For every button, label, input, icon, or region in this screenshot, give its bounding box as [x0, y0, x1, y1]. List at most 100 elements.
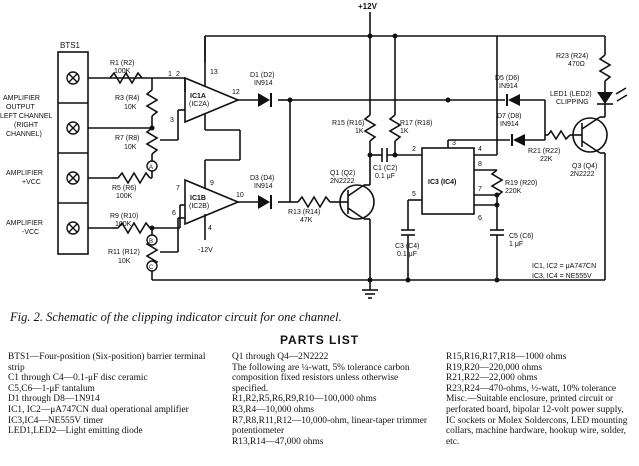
point-b: B	[149, 239, 153, 245]
ic3-pin-5: 5	[412, 191, 416, 198]
input-left-l2: OUTPUT	[6, 104, 36, 111]
r9-value: 100K	[115, 221, 132, 228]
input-vcc-pos-l1: AMPLIFIER	[6, 170, 43, 177]
point-a: A	[149, 165, 153, 171]
q3-label: Q3 (Q4)	[572, 163, 597, 170]
r15-label: R15 (R16)	[332, 120, 364, 127]
parts-list-title: PARTS LIST	[279, 333, 360, 347]
pin-13: 13	[210, 69, 218, 76]
parts-item: R1,R2,R5,R6,R9,R10—100,000 ohms	[232, 394, 377, 405]
parts-item: IC1, IC2—μA747CN dual operational amplif…	[8, 404, 189, 415]
ic3-pin-2: 2	[412, 146, 416, 153]
r9-label: R9 (R10)	[110, 213, 138, 220]
r7-label: R7 (R8)	[115, 135, 140, 142]
ic1a-sub: (IC2A)	[189, 101, 209, 108]
input-left-l4: (RIGHT	[14, 122, 39, 129]
parts-item: Misc.—Suitable enclosure, printed circui…	[446, 394, 628, 447]
parts-item: Q1 through Q4—2N2222	[232, 352, 329, 362]
input-vcc-neg-l2: -VCC	[22, 229, 39, 236]
ic3-pin-4: 4	[478, 146, 482, 153]
r23-label: R23 (R24)	[556, 53, 588, 60]
led-label: LED1 (LED2)	[550, 91, 592, 98]
parts-item: R7,R8,R11,R12—10,000-ohm, linear-taper t…	[232, 415, 428, 437]
supply-label: +12V	[358, 2, 378, 11]
d7-label: D7 (D8)	[497, 113, 522, 120]
r21-value: 22K	[540, 156, 553, 163]
c5-value: 1 μF	[509, 241, 523, 248]
r19-label: R19 (R20)	[505, 180, 537, 187]
pin-12: 12	[232, 89, 240, 96]
parts-list-column-1: BTS1—Four-position (Six-position) barrie…	[8, 352, 216, 437]
ic1b-label: IC1B	[190, 195, 206, 202]
r21-label: R21 (R22)	[528, 148, 560, 155]
bts-label: BTS1	[60, 41, 81, 50]
input-vcc-pos-l2: +VCC	[22, 179, 41, 186]
d5-label: D5 (D6)	[495, 75, 520, 82]
point-c: C	[149, 265, 154, 271]
r7-value: 10K	[124, 144, 137, 151]
parts-item: BTS1—Four-position (Six-position) barrie…	[8, 352, 206, 373]
parts-item: C1 through C4—0.1-μF disc ceramic	[8, 373, 148, 384]
q1-value: 2N2222	[330, 178, 355, 185]
parts-item: C5,C6—1-μF tantalum	[8, 383, 95, 394]
pin-6: 6	[172, 210, 176, 217]
d5-value: IN914	[499, 83, 518, 90]
input-left-l5: CHANNEL)	[6, 131, 42, 138]
ic-note-1: IC1, IC2 = μA747CN	[532, 263, 596, 270]
r11-value: 10K	[118, 258, 131, 265]
ic1b-sub: (IC2B)	[189, 203, 209, 210]
r13-value: 47K	[300, 217, 313, 224]
schematic-diagram: +12V BTS1 AMPLIFIER OUTPUT LEFT CHANNEL …	[0, 2, 628, 299]
parts-item: R13,R14—47,000 ohms	[232, 436, 324, 447]
d1-label: D1 (D2)	[250, 72, 275, 79]
c2-label: C1 (C2)	[373, 165, 398, 172]
r5-label: R5 (R6)	[112, 185, 137, 192]
pin-10: 10	[236, 192, 244, 199]
r5-value: 100K	[116, 193, 133, 200]
parts-list-column-2: Q1 through Q4—2N2222 The following are ¼…	[232, 352, 432, 447]
r15-value: 1K	[355, 128, 364, 135]
input-left-l1: AMPLIFIER	[3, 95, 40, 102]
parts-item: R19,R20—220,000 ohms	[446, 362, 543, 373]
parts-item: The following are ¼-watt, 5% tolerance c…	[232, 362, 410, 394]
r3-value: 10K	[124, 104, 137, 111]
input-vcc-neg-l1: AMPLIFIER	[6, 220, 43, 227]
r17-label: R17 (R18)	[400, 120, 432, 127]
ic3-pin-6: 6	[478, 215, 482, 222]
r1-value: 100K	[114, 68, 131, 75]
pin-4: 4	[208, 225, 212, 232]
c3-value: 0.1 μF	[397, 251, 417, 258]
ic1a-label: IC1A	[190, 93, 206, 100]
neg12-label: -12V	[198, 247, 213, 254]
parts-list-column-3: R15,R16,R17,R18—1000 ohms R19,R20—220,00…	[446, 352, 634, 447]
pin-9: 9	[210, 180, 214, 187]
led-value: CLIPPING	[556, 99, 589, 106]
ic-note-2: IC3, IC4 = NE555V	[532, 273, 592, 280]
r23-value: 470Ω	[568, 61, 585, 68]
r11-label: R11 (R12)	[108, 249, 140, 256]
r17-value: 1K	[400, 128, 409, 135]
parts-item: IC3,IC4—NE555V timer	[8, 415, 104, 426]
r1-label: R1 (R2)	[110, 60, 135, 67]
d7-value: IN914	[500, 121, 519, 128]
parts-item: R21,R22—22,000 ohms	[446, 373, 538, 384]
parts-item: R15,R16,R17,R18—1000 ohms	[446, 352, 567, 362]
q1-label: Q1 (Q2)	[330, 170, 355, 177]
ic3-pin-8: 8	[478, 161, 482, 168]
pin-3: 3	[170, 117, 174, 124]
ic3-pin-7: 7	[478, 186, 482, 193]
figure-caption: Fig. 2. Schematic of the clipping indica…	[10, 310, 342, 324]
r13-label: R13 (R14)	[288, 209, 320, 216]
pin-1: 1	[168, 71, 172, 78]
c2-value: 0.1 μF	[375, 173, 395, 180]
parts-item: D1 through D8—1N914	[8, 394, 100, 405]
pin-7: 7	[176, 185, 180, 192]
parts-item: R3,R4—10,000 ohms	[232, 404, 315, 415]
parts-item: R23,R24—470-ohms, ½-watt, 10% tolerance	[446, 383, 617, 394]
input-left-l3: LEFT CHANNEL	[0, 113, 52, 120]
d3-label: D3 (D4)	[250, 175, 275, 182]
ic3-label: IC3 (IC4)	[428, 179, 456, 186]
pin-2: 2	[176, 71, 180, 78]
d3-value: IN914	[254, 183, 273, 190]
c5-label: C5 (C6)	[509, 233, 534, 240]
